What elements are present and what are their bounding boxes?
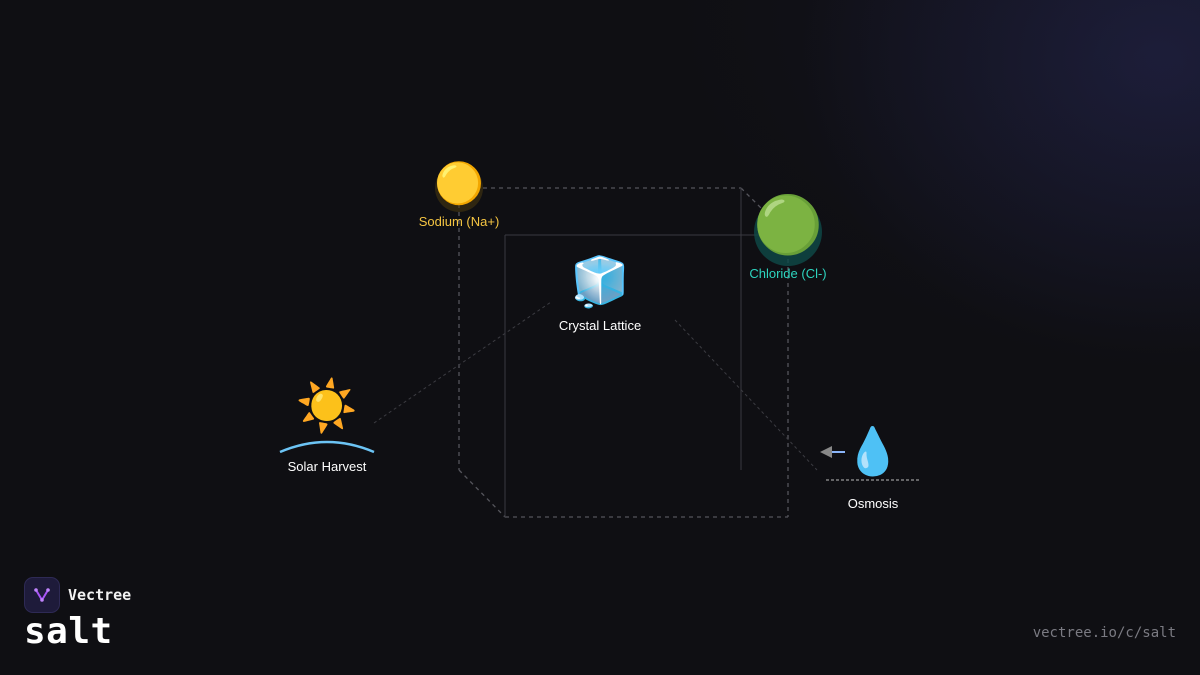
droplet-icon: 💧 [844, 424, 902, 478]
solar-horizon-arc [279, 440, 375, 454]
chloride-glow [754, 198, 822, 266]
brand-name: Vectree [68, 586, 132, 604]
vectree-logo-icon [24, 577, 60, 613]
yellow-circle-icon: 🟡 [434, 161, 484, 207]
brand-block: Vectree [24, 577, 131, 613]
osmosis-label: Osmosis [847, 496, 899, 511]
green-circle-icon: 🟢 [753, 193, 823, 258]
solar-harvest-label: Solar Harvest [287, 459, 367, 474]
connector-lines [373, 301, 818, 471]
cube-dashed-edges [458, 187, 789, 518]
page-url-link[interactable]: vectree.io/c/salt [1032, 625, 1176, 641]
cube-solid-edges [504, 188, 788, 517]
sun-icon: ☀️ [295, 377, 359, 435]
sodium-glow [435, 164, 483, 212]
osmosis-arrow-head [820, 446, 832, 458]
chloride-label: Chloride (Cl-) [749, 266, 827, 281]
page-title: salt [24, 611, 113, 652]
ice-cube-icon: 🧊 [570, 254, 630, 310]
crystal-lattice-label: Crystal Lattice [558, 318, 642, 333]
sodium-label: Sodium (Na+) [418, 214, 500, 229]
